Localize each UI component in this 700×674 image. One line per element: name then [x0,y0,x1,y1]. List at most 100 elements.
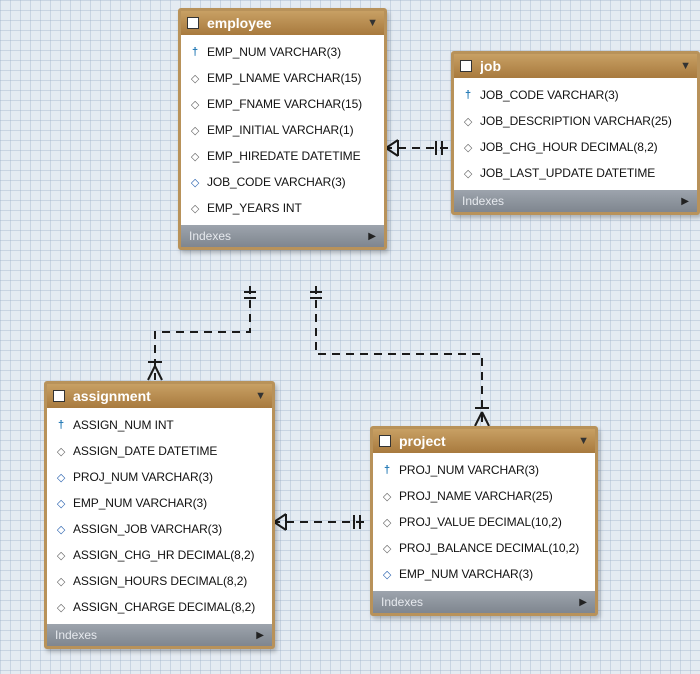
connector-assignment-project[interactable] [272,513,370,531]
diamond-icon: ◇ [190,98,200,111]
column-label: EMP_NUM VARCHAR(3) [207,45,341,59]
diamond-icon: ◇ [382,490,392,503]
column-row[interactable]: ◇JOB_CODE VARCHAR(3) [181,169,384,195]
table-icon [379,435,391,447]
diamond-icon: ◇ [56,601,66,614]
column-row[interactable]: ◇ JOB_LAST_UPDATE DATETIME [454,160,697,186]
diamond-icon: ◇ [463,167,473,180]
connector-employee-job[interactable] [384,139,452,157]
primary-key-icon: † [383,464,391,476]
expand-arrow-icon[interactable]: ▶ [579,596,587,608]
indexes-bar[interactable]: Indexes ▶ [181,225,384,247]
field-list: † EMP_NUM VARCHAR(3) ◇ EMP_LNAME VARCHAR(15… [181,35,384,225]
diamond-icon: ◇ [190,150,200,163]
chevron-down-icon[interactable]: ▼ [255,390,266,402]
primary-key-icon: † [464,89,472,101]
indexes-label: Indexes [462,194,505,208]
chevron-down-icon[interactable]: ▼ [367,17,378,29]
column-label: JOB_CODE VARCHAR(3) [207,175,346,189]
foreign-key-diamond-icon: ◇ [382,568,392,581]
column-label: EMP_FNAME VARCHAR(15) [207,97,363,111]
column-label: EMP_LNAME VARCHAR(15) [207,71,362,85]
diamond-icon: ◇ [56,445,66,458]
indexes-bar[interactable]: Indexes ▶ [47,624,272,646]
column-row[interactable]: ◇ASSIGN_CHG_HR DECIMAL(8,2) [47,542,272,568]
field-list: † PROJ_NUM VARCHAR(3) ◇ PROJ_NAME VARCHAR(2… [373,453,595,591]
expand-arrow-icon[interactable]: ▶ [368,230,376,242]
connector-employee-project[interactable] [310,286,490,427]
field-list: † JOB_CODE VARCHAR(3) ◇JOB_DESCRIPTION VAR… [454,78,697,190]
table-title: project [399,433,446,449]
diamond-icon: ◇ [382,542,392,555]
project-table-header[interactable]: project ▼ [373,429,595,453]
column-label: PROJ_NUM VARCHAR(3) [399,463,539,477]
column-label: ASSIGN_NUM INT [73,418,174,432]
column-label: PROJ_NUM VARCHAR(3) [73,470,213,484]
column-label: PROJ_VALUE DECIMAL(10,2) [399,515,562,529]
column-label: EMP_HIREDATE DATETIME [207,149,361,163]
column-row[interactable]: ◇ EMP_LNAME VARCHAR(15) [181,65,384,91]
job-table[interactable]: job ▼ † JOB_CODE VARCHAR(3) ◇JOB_DESCRIPTI… [451,51,700,215]
column-row[interactable]: ◇ EMP_HIREDATE DATETIME [181,143,384,169]
primary-key-icon: † [191,46,199,58]
project-table[interactable]: project ▼ † PROJ_NUM VARCHAR(3) ◇ PROJ_NAME… [370,426,598,616]
indexes-label: Indexes [381,595,424,609]
indexes-bar[interactable]: Indexes ▶ [454,190,697,212]
job-table-header[interactable]: job ▼ [454,54,697,78]
column-row[interactable]: † JOB_CODE VARCHAR(3) [454,82,697,108]
employee-table[interactable]: employee ▼ † EMP_NUM VARCHAR(3) ◇ EMP_LNAME… [178,8,387,250]
column-label: ASSIGN_JOB VARCHAR(3) [73,522,223,536]
column-row[interactable]: † EMP_NUM VARCHAR(3) [181,39,384,65]
foreign-key-diamond-icon: ◇ [56,497,66,510]
chevron-down-icon[interactable]: ▼ [680,60,691,72]
expand-arrow-icon[interactable]: ▶ [681,195,689,207]
column-row[interactable]: † PROJ_NUM VARCHAR(3) [373,457,595,483]
diamond-icon: ◇ [190,72,200,85]
column-label: EMP_INITIAL VARCHAR(1) [207,123,354,137]
column-label: ASSIGN_CHARGE DECIMAL(8,2) [73,600,256,614]
column-label: JOB_CHG_HOUR DECIMAL(8,2) [480,140,658,154]
diamond-icon: ◇ [190,202,200,215]
column-row[interactable]: ◇ EMP_INITIAL VARCHAR(1) [181,117,384,143]
column-label: ASSIGN_DATE DATETIME [73,444,218,458]
column-row[interactable]: ◇ EMP_NUM VARCHAR(3) [373,561,595,587]
column-label: JOB_CODE VARCHAR(3) [480,88,619,102]
connector-employee-assignment[interactable] [147,286,256,381]
column-label: ASSIGN_CHG_HR DECIMAL(8,2) [73,548,255,562]
column-row[interactable]: ◇ PROJ_BALANCE DECIMAL(10,2) [373,535,595,561]
column-row[interactable]: ◇ASSIGN_JOB VARCHAR(3) [47,516,272,542]
column-row[interactable]: ◇JOB_CHG_HOUR DECIMAL(8,2) [454,134,697,160]
column-row[interactable]: ◇ ASSIGN_DATE DATETIME [47,438,272,464]
column-row[interactable]: ◇ PROJ_NAME VARCHAR(25) [373,483,595,509]
column-label: EMP_NUM VARCHAR(3) [399,567,533,581]
diamond-icon: ◇ [190,124,200,137]
primary-key-icon: † [57,419,65,431]
diamond-icon: ◇ [382,516,392,529]
column-label: PROJ_NAME VARCHAR(25) [399,489,553,503]
table-title: employee [207,15,272,31]
foreign-key-diamond-icon: ◇ [56,471,66,484]
column-row[interactable]: ◇ ASSIGN_CHARGE DECIMAL(8,2) [47,594,272,620]
column-row[interactable]: ◇EMP_NUM VARCHAR(3) [47,490,272,516]
column-row[interactable]: ◇ PROJ_VALUE DECIMAL(10,2) [373,509,595,535]
employee-table-header[interactable]: employee ▼ [181,11,384,35]
column-label: EMP_YEARS INT [207,201,302,215]
indexes-bar[interactable]: Indexes ▶ [373,591,595,613]
indexes-label: Indexes [55,628,98,642]
table-icon [460,60,472,72]
assignment-table[interactable]: assignment ▼ † ASSIGN_NUM INT ◇ ASSIGN_DATE… [44,381,275,649]
column-row[interactable]: ◇ EMP_YEARS INT [181,195,384,221]
assignment-table-header[interactable]: assignment ▼ [47,384,272,408]
column-label: JOB_LAST_UPDATE DATETIME [480,166,656,180]
chevron-down-icon[interactable]: ▼ [578,435,589,447]
column-row[interactable]: † ASSIGN_NUM INT [47,412,272,438]
indexes-label: Indexes [189,229,232,243]
column-row[interactable]: ◇ EMP_FNAME VARCHAR(15) [181,91,384,117]
diamond-icon: ◇ [56,575,66,588]
column-row[interactable]: ◇ PROJ_NUM VARCHAR(3) [47,464,272,490]
column-row[interactable]: ◇JOB_DESCRIPTION VARCHAR(25) [454,108,697,134]
column-label: PROJ_BALANCE DECIMAL(10,2) [399,541,580,555]
expand-arrow-icon[interactable]: ▶ [256,629,264,641]
column-row[interactable]: ◇ASSIGN_HOURS DECIMAL(8,2) [47,568,272,594]
